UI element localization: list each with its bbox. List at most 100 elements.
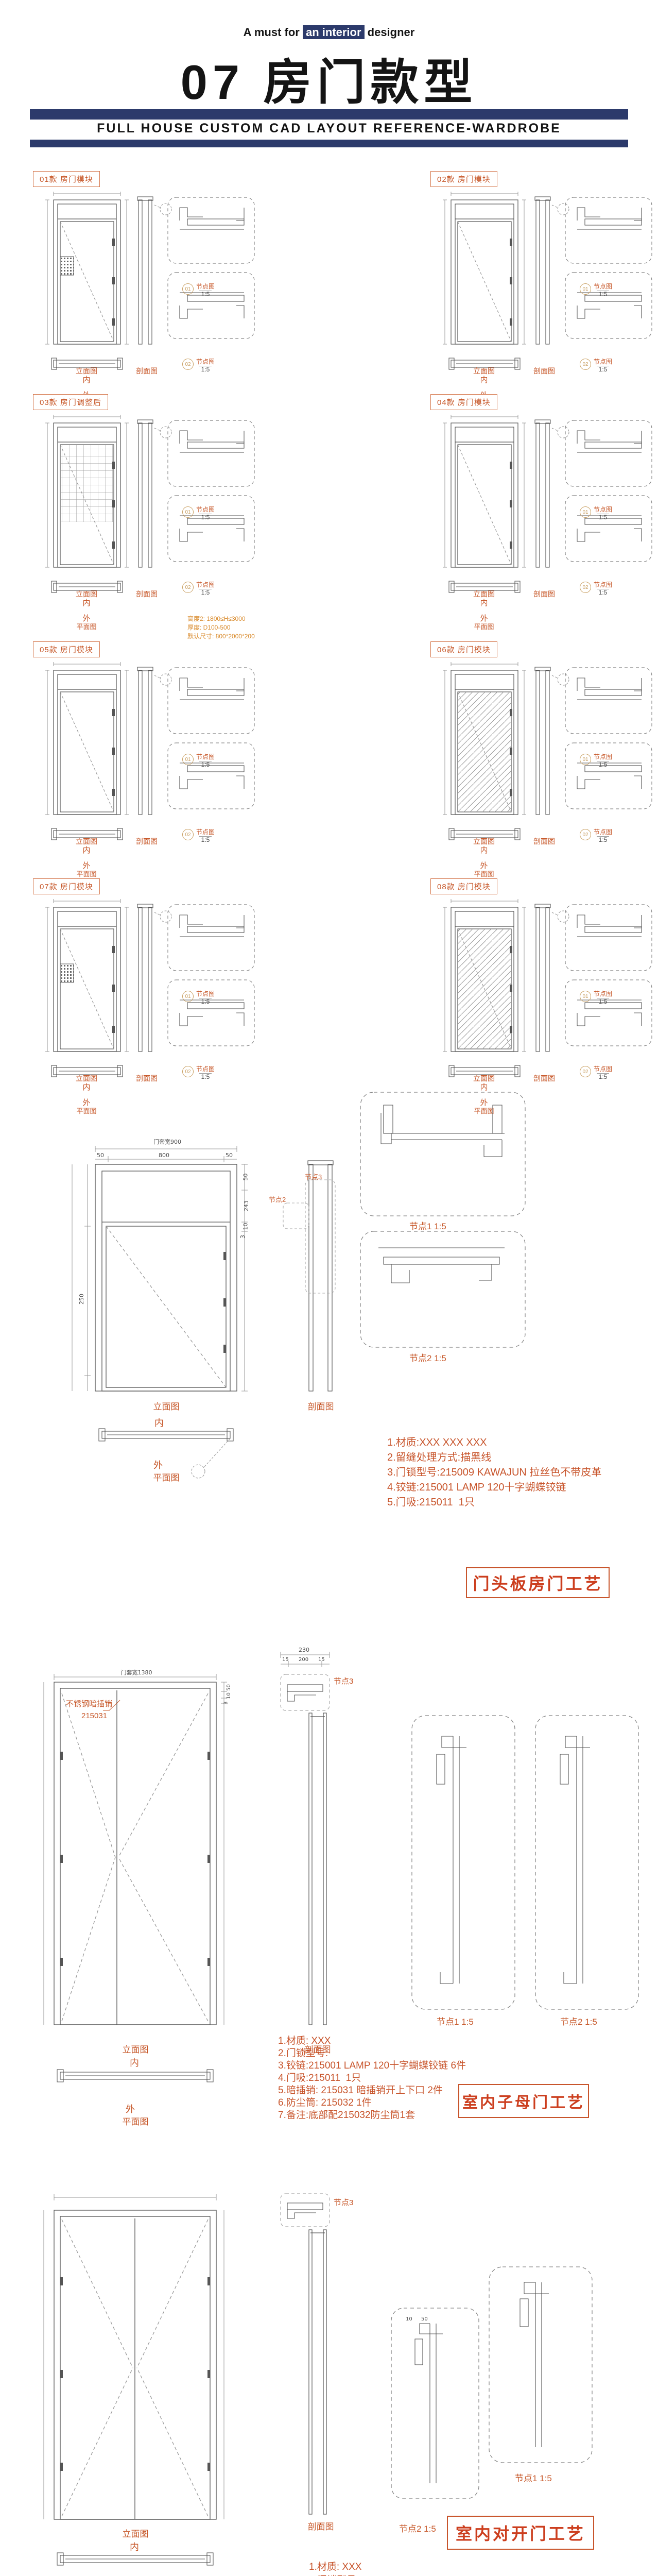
node-label: 节点图 (594, 828, 613, 836)
dim: 50 (226, 1152, 233, 1159)
node-number-circle: 01 (580, 991, 591, 1002)
door-module-drawing (45, 192, 255, 370)
note-line: 2.门锁型号: (278, 2048, 328, 2059)
section-label: 剖面图 (136, 367, 158, 375)
s1-node-profiles (378, 1105, 505, 1283)
dim: 230 (299, 1647, 309, 1653)
node-scale: 1:5 (199, 588, 212, 597)
s3-node3-profile (287, 2202, 323, 2219)
inner-label: 内 (130, 2542, 139, 2552)
note-line: 2.留缝处理方式:描黑线 (387, 1452, 492, 1463)
node-scale: 1:5 (596, 588, 610, 597)
door-module-drawing (443, 415, 652, 593)
node-number-circle: 02 (182, 1066, 194, 1077)
node-number-circle: 01 (580, 283, 591, 295)
dim: 15 (282, 1657, 289, 1663)
node-scale: 1:5 (596, 836, 610, 844)
dim: 50 (421, 2316, 428, 2322)
s2-elevation (54, 1682, 217, 2025)
dimension-lines (443, 415, 526, 568)
module-title: 07款 房门模块 (33, 878, 100, 894)
annotation-bolt: 不锈钢暗插销 (66, 1700, 113, 1708)
dim: 250 (78, 1294, 85, 1304)
dim: 50 (226, 1684, 232, 1691)
section-label: 剖面图 (304, 2045, 331, 2055)
inner-label: 内 (82, 846, 91, 855)
module-section (137, 419, 172, 568)
door-module: 07款 房门模块 (33, 878, 259, 1115)
node-label: 节点图 (594, 581, 613, 588)
s1-node-boxes (360, 1092, 526, 1348)
door-module: 08款 房门模块 (430, 878, 657, 1115)
inner-label: 内 (480, 1083, 488, 1092)
tagline-highlight: an interior (302, 25, 365, 39)
elevation-label: 立面图 (76, 590, 97, 598)
dim: 50 (97, 1152, 104, 1159)
node-label: 节点图 (594, 283, 613, 290)
mosaic-patch (60, 256, 74, 276)
node-scale: 1:5 (199, 997, 212, 1006)
node-scale: 1:5 (596, 365, 610, 374)
module-section (534, 667, 569, 815)
node-label: 节点图 (594, 506, 613, 513)
node-number-circle: 02 (580, 582, 591, 593)
page-subtitle: FULL HOUSE CUSTOM CAD LAYOUT REFERENCE-W… (97, 121, 561, 135)
outer-label: 外 (480, 614, 488, 623)
module-elevation (451, 199, 518, 345)
node-scale: 1:5 (596, 290, 610, 298)
node1-label: 节点1 1:5 (437, 2017, 474, 2027)
node-detail-profiles (577, 207, 642, 319)
node-detail-boxes (167, 904, 255, 1046)
hinge-marks (510, 462, 512, 549)
module-title: 01款 房门模块 (33, 171, 100, 187)
note-line: 厚度: D100-500 (187, 624, 231, 631)
s1-elevation (95, 1164, 237, 1392)
module-section (137, 904, 172, 1052)
elevation-label: 立面图 (122, 2529, 149, 2539)
door-module: 01款 房门模块 (33, 171, 259, 408)
node-detail-boxes (565, 420, 652, 562)
callout-node3: 节点3 (305, 1173, 322, 1181)
node-detail-boxes (167, 197, 255, 339)
s1-callout-boxes (283, 1179, 336, 1294)
dim: 10 (406, 2316, 412, 2322)
node-label: 节点图 (594, 358, 613, 365)
s1-hinges (223, 1252, 226, 1353)
node-detail-profiles (179, 677, 245, 789)
s3-plan (57, 2552, 214, 2566)
node-scale: 1:5 (199, 760, 212, 769)
inner-label: 内 (130, 2058, 139, 2068)
door-module-drawing (45, 899, 255, 1077)
node1-label: 节点1 1:5 (409, 1222, 446, 1231)
door-module-drawing (45, 415, 255, 593)
module-plan (51, 828, 123, 840)
dimension-lines (45, 192, 129, 345)
module-section (534, 196, 569, 345)
elevation-label: 立面图 (153, 1402, 180, 1412)
s2-plan (57, 2069, 214, 2082)
plan-label: 平面图 (122, 2117, 149, 2127)
plan-label: 平面图 (76, 1107, 97, 1115)
section-label: 剖面图 (533, 590, 555, 598)
note-line: 3.门锁型号:215009 KAWAJUN 拉丝色不带皮革 (387, 1467, 602, 1478)
header-bar-top (30, 109, 628, 120)
node-number-circle: 01 (182, 754, 194, 765)
section1-drawing (72, 1092, 526, 1479)
node-label: 节点图 (196, 828, 215, 836)
door-module: 05款 房门模块 (33, 641, 259, 878)
node-label: 节点图 (594, 990, 613, 997)
node-label: 节点图 (594, 1065, 613, 1073)
node2-label: 节点2 1:5 (409, 1353, 446, 1363)
plan-label: 平面图 (76, 623, 97, 631)
note-line: 5.暗插销: 215031 暗插销开上下口 2件 (278, 2085, 443, 2096)
elevation-label: 立面图 (122, 2045, 149, 2055)
node1-label: 节点1 1:5 (515, 2473, 552, 2483)
note-line: 1.材质:XXX XXX XXX (387, 1437, 487, 1448)
module-title: 08款 房门模块 (430, 878, 497, 894)
module-title: 02款 房门模块 (430, 171, 497, 187)
